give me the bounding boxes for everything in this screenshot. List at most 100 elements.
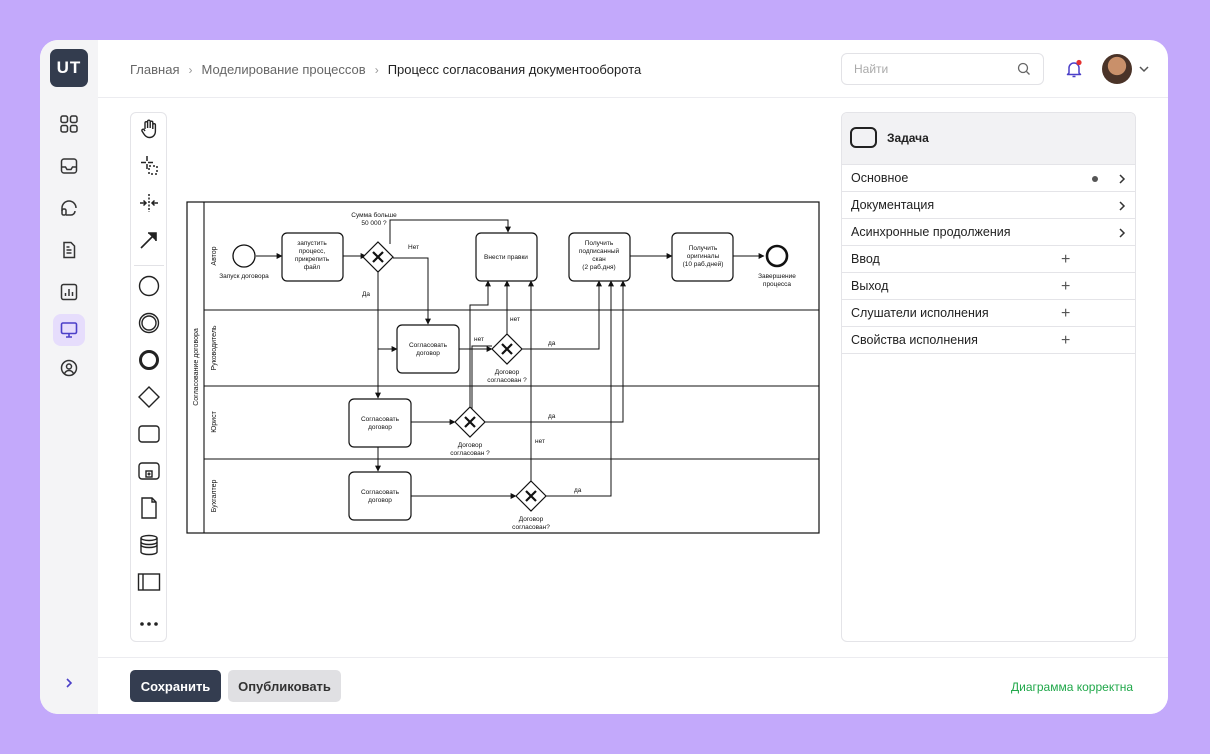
grid-icon[interactable] <box>53 108 85 140</box>
data-store-icon[interactable] <box>136 532 162 558</box>
flow-label-no: Нет <box>408 244 419 251</box>
search-icon[interactable] <box>1017 62 1031 76</box>
breadcrumb-home[interactable]: Главная <box>130 62 180 77</box>
subprocess-icon[interactable] <box>136 458 162 484</box>
app-logo[interactable]: UT <box>50 49 88 87</box>
gateway-manager-label-2: согласован ? <box>487 377 527 384</box>
section-label: Выход <box>851 279 889 293</box>
task-make-edits[interactable]: Внести правки <box>475 232 538 282</box>
properties-header: Задача <box>842 113 1135 165</box>
task-start-process[interactable]: запустить процесс, прикрепить файл <box>281 232 344 282</box>
end-event-icon[interactable] <box>136 347 162 373</box>
gateway-accountant[interactable] <box>515 480 547 512</box>
section-documentation[interactable]: Документация <box>842 192 1135 219</box>
headset-icon[interactable] <box>53 192 85 224</box>
lane-label-lawyer: Юрист <box>211 410 218 432</box>
diagram-status: Диаграмма корректна <box>1011 680 1133 694</box>
gateway-lawyer-label-2: согласован ? <box>450 450 490 457</box>
task-label: оригиналы <box>687 253 720 260</box>
gateway-amount[interactable] <box>362 241 394 273</box>
diagram-canvas[interactable]: Согласование договора Автор Руководитель… <box>186 201 820 534</box>
pool-icon[interactable] <box>136 569 162 595</box>
task-label: Внести правки <box>484 254 528 261</box>
task-label: договор <box>416 350 440 357</box>
document-icon[interactable] <box>53 234 85 266</box>
intermediate-event-icon[interactable] <box>136 310 162 336</box>
start-event-icon[interactable] <box>136 273 162 299</box>
chevron-right-icon <box>1119 201 1126 211</box>
task-approve-manager[interactable]: Согласовать договор <box>396 324 460 374</box>
status-dot <box>1092 176 1098 182</box>
user-avatar[interactable] <box>1102 54 1132 84</box>
notification-bell-icon[interactable] <box>1064 59 1084 79</box>
chevron-right-icon: › <box>374 62 379 77</box>
flow-label-no: нет <box>474 336 484 343</box>
gateway-lawyer[interactable] <box>454 406 486 438</box>
save-button[interactable]: Сохранить <box>130 670 221 702</box>
properties-panel: Задача Основное Документация Асинхронные… <box>841 112 1136 642</box>
flow-label-no: нет <box>535 438 545 445</box>
chart-icon[interactable] <box>53 276 85 308</box>
section-label: Основное <box>851 171 909 185</box>
data-object-icon[interactable] <box>136 495 162 521</box>
task-icon <box>850 127 877 148</box>
task-label: договор <box>368 497 392 504</box>
monitor-icon[interactable] <box>53 314 85 346</box>
task-get-originals[interactable]: Получить оригиналы (10 раб.дней) <box>671 232 734 282</box>
plus-icon[interactable]: + <box>1061 305 1071 322</box>
task-label: файл <box>304 263 321 271</box>
search-box <box>841 53 1044 85</box>
plus-icon[interactable]: + <box>1061 332 1071 349</box>
breadcrumb-process-modeling[interactable]: Моделирование процессов <box>201 62 366 77</box>
lane-label-author: Автор <box>211 246 218 265</box>
task-label: запустить <box>297 240 327 247</box>
task-icon[interactable] <box>136 421 162 447</box>
chevron-right-icon <box>1119 228 1126 238</box>
left-sidebar: UT <box>40 40 98 714</box>
end-event[interactable] <box>765 244 789 268</box>
start-event-label: Запуск договора <box>219 273 269 280</box>
section-execution-properties[interactable]: Свойства исполнения + <box>842 327 1135 354</box>
lasso-icon[interactable] <box>136 153 162 179</box>
start-event[interactable] <box>232 244 256 268</box>
section-label: Свойства исполнения <box>851 333 978 347</box>
more-icon[interactable] <box>136 611 162 637</box>
flow-label-yes: Да <box>362 291 370 298</box>
gateway-accountant-label-1: Договор <box>519 516 544 523</box>
flow-label-no: нет <box>510 316 520 323</box>
hand-icon[interactable] <box>136 116 162 142</box>
inbox-icon[interactable] <box>53 150 85 182</box>
gateway-manager[interactable] <box>491 333 523 365</box>
task-label: (10 раб.дней) <box>683 260 724 268</box>
flow-label-yes: да <box>548 340 556 347</box>
gateway-lawyer-label-1: Договор <box>458 442 483 449</box>
expand-sidebar-icon[interactable] <box>60 676 78 694</box>
top-bar: Главная › Моделирование процессов › Проц… <box>98 40 1168 98</box>
task-get-scan[interactable]: Получить подписанный скан (2 раб.дня) <box>568 232 631 282</box>
connect-arrow-icon[interactable] <box>136 227 162 253</box>
properties-title: Задача <box>887 131 929 145</box>
plus-icon[interactable]: + <box>1061 278 1071 295</box>
space-icon[interactable] <box>136 190 162 216</box>
section-general[interactable]: Основное <box>842 165 1135 192</box>
task-label: Согласовать <box>409 342 448 349</box>
section-output[interactable]: Выход + <box>842 273 1135 300</box>
sequence-flows <box>256 219 765 499</box>
search-input[interactable] <box>854 62 1014 76</box>
publish-button[interactable]: Опубликовать <box>228 670 341 702</box>
section-async-continuations[interactable]: Асинхронные продолжения <box>842 219 1135 246</box>
gateway-manager-label-1: Договор <box>495 369 520 376</box>
task-approve-accountant[interactable]: Согласовать договор <box>348 471 412 521</box>
plus-icon[interactable]: + <box>1061 251 1071 268</box>
section-execution-listeners[interactable]: Слушатели исполнения + <box>842 300 1135 327</box>
task-approve-lawyer[interactable]: Согласовать договор <box>348 398 412 448</box>
section-input[interactable]: Ввод + <box>842 246 1135 273</box>
user-circle-icon[interactable] <box>53 352 85 384</box>
chevron-down-icon[interactable] <box>1138 63 1150 75</box>
task-label: Получить <box>585 240 614 247</box>
gateway-icon[interactable] <box>136 384 162 410</box>
app-window: UT Главная › Моделирование пр <box>40 40 1168 714</box>
breadcrumb-current: Процесс согласования документооборота <box>387 62 642 77</box>
flow-label-yes: да <box>548 413 556 420</box>
end-event-label-1: Завершение <box>758 273 796 280</box>
